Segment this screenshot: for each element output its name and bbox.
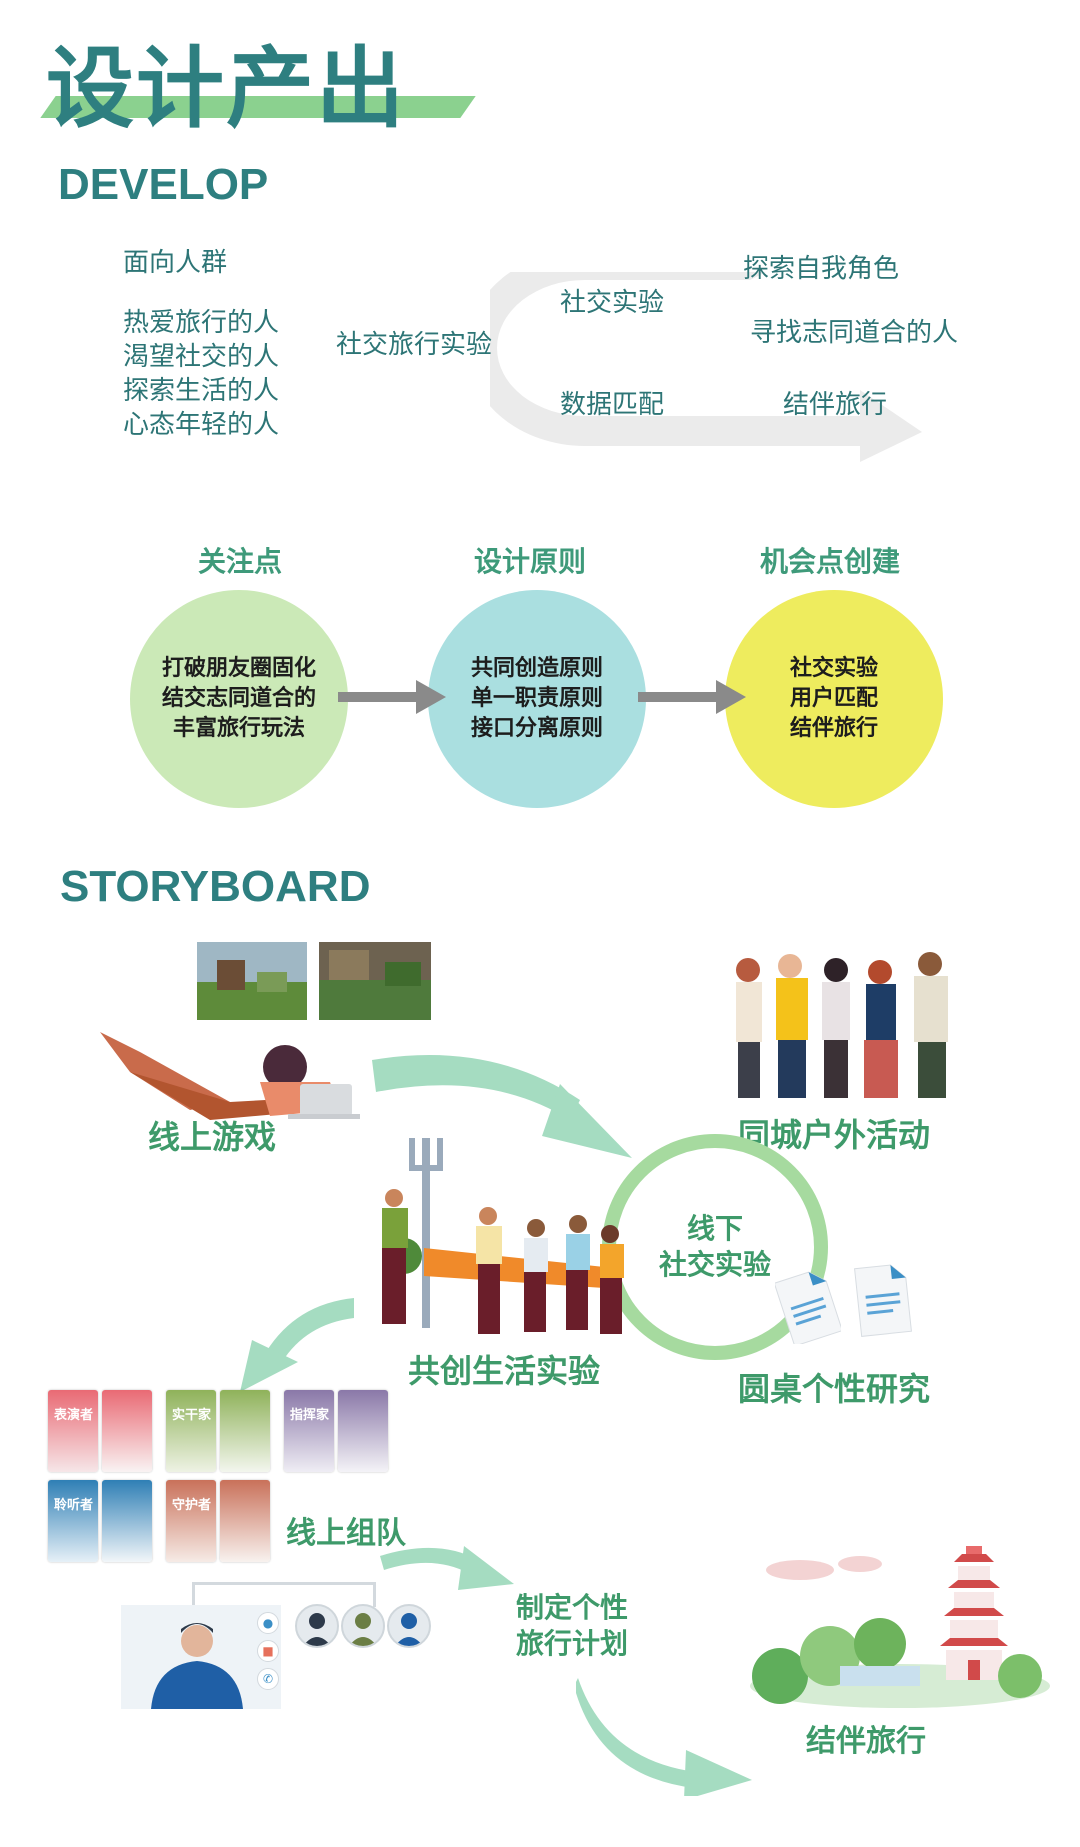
audience-item: 探索生活的人	[123, 376, 280, 406]
focus-line: 结交志同道合的	[161, 686, 316, 711]
focus-line: 打破朋友圈固化	[161, 656, 316, 681]
arrow-icon	[338, 680, 446, 714]
participant-avatar	[295, 1604, 339, 1648]
offline-line: 线下	[686, 1212, 743, 1245]
role-card: 指挥家	[284, 1390, 334, 1472]
opportunity-line: 结伴旅行	[789, 716, 878, 741]
co-create-label: 共创生活实验	[408, 1352, 601, 1390]
opportunity-line: 社交实验	[789, 656, 878, 681]
role-card-title: 表演者	[54, 1408, 94, 1423]
participant-avatar	[341, 1604, 385, 1648]
focus-line: 丰富旅行玩法	[172, 716, 305, 741]
role-card: 实干家	[166, 1390, 216, 1472]
column-header-focus: 关注点	[197, 545, 282, 578]
role-card-back	[102, 1390, 152, 1472]
storyboard-heading: STORYBOARD	[60, 862, 371, 911]
curved-arrow-icon	[372, 1055, 632, 1158]
participant-avatar	[387, 1604, 431, 1648]
plan-label: 制定个性 旅行计划	[516, 1590, 628, 1662]
plan-line: 制定个性	[516, 1591, 629, 1624]
role-card-back	[102, 1480, 152, 1562]
game-screenshot	[197, 942, 307, 1020]
role-card-title: 实干家	[172, 1408, 212, 1423]
microphone-icon[interactable]: ●	[257, 1612, 279, 1634]
develop-heading: DEVELOP	[58, 160, 269, 209]
page-title: 设计产出	[46, 37, 407, 140]
principles-circle: 共同创造原则 单一职责原则 接口分离原则	[428, 590, 646, 808]
pagoda-landscape-illustration	[750, 1546, 1050, 1708]
arrow-icon	[638, 680, 746, 714]
curved-arrow-icon	[380, 1546, 514, 1590]
game-screenshot	[319, 942, 431, 1020]
flow-right-bottom: 结伴旅行	[783, 390, 888, 420]
woman-laptop-illustration	[100, 1032, 360, 1120]
principle-line: 共同创造原则	[470, 656, 603, 681]
principle-line: 接口分离原则	[470, 716, 603, 741]
role-card-back	[338, 1390, 388, 1472]
role-card: 聆听者	[48, 1480, 98, 1562]
camera-icon[interactable]: ■	[257, 1640, 279, 1662]
phone-icon[interactable]: ✆	[257, 1668, 279, 1690]
center-label: 社交旅行实验	[336, 330, 493, 360]
audience-item: 心态年轻的人	[123, 410, 280, 440]
carrot-team-illustration	[382, 1138, 624, 1334]
document-icon	[775, 1271, 841, 1344]
connector-line	[192, 1582, 376, 1607]
flow-right-mid: 寻找志同道合的人	[750, 318, 959, 348]
plan-line: 旅行计划	[516, 1627, 629, 1660]
column-header-opportunity: 机会点创建	[759, 545, 900, 578]
role-card: 守护者	[166, 1480, 216, 1562]
roundtable-label: 圆桌个性研究	[738, 1370, 931, 1408]
column-header-principles: 设计原则	[473, 545, 586, 578]
video-call-window	[121, 1605, 281, 1709]
caller-avatar	[151, 1623, 243, 1709]
audience-item: 热爱旅行的人	[123, 308, 280, 338]
curved-arrow-icon	[240, 1298, 354, 1392]
flow-upper: 社交实验	[560, 288, 665, 318]
principle-line: 单一职责原则	[470, 686, 603, 711]
curved-arrow-icon	[576, 1678, 752, 1796]
flow-lower: 数据匹配	[560, 390, 665, 420]
role-card-title: 守护者	[172, 1498, 212, 1513]
audience-list: 热爱旅行的人 渴望社交的人 探索生活的人 心态年轻的人	[123, 306, 279, 442]
audience-item: 渴望社交的人	[123, 342, 280, 372]
role-card: 表演者	[48, 1390, 98, 1472]
audience-title: 面向人群	[123, 248, 228, 278]
role-card-back	[220, 1480, 270, 1562]
opportunity-circle: 社交实验 用户匹配 结伴旅行	[725, 590, 943, 808]
offline-line: 社交实验	[658, 1248, 771, 1281]
flow-uturn-arrow	[490, 272, 922, 462]
role-card-back	[220, 1390, 270, 1472]
document-icon	[854, 1264, 912, 1337]
opportunity-line: 用户匹配	[789, 686, 878, 711]
flow-right-top: 探索自我角色	[743, 254, 900, 284]
group-cheering-illustration	[736, 952, 948, 1098]
role-card-title: 指挥家	[290, 1408, 330, 1423]
online-game-label: 线上游戏	[148, 1118, 277, 1156]
online-team-label: 线上组队	[286, 1516, 406, 1551]
travel-together-label: 结伴旅行	[806, 1724, 926, 1759]
role-card-title: 聆听者	[54, 1498, 94, 1513]
focus-circle: 打破朋友圈固化 结交志同道合的 丰富旅行玩法	[130, 590, 348, 808]
